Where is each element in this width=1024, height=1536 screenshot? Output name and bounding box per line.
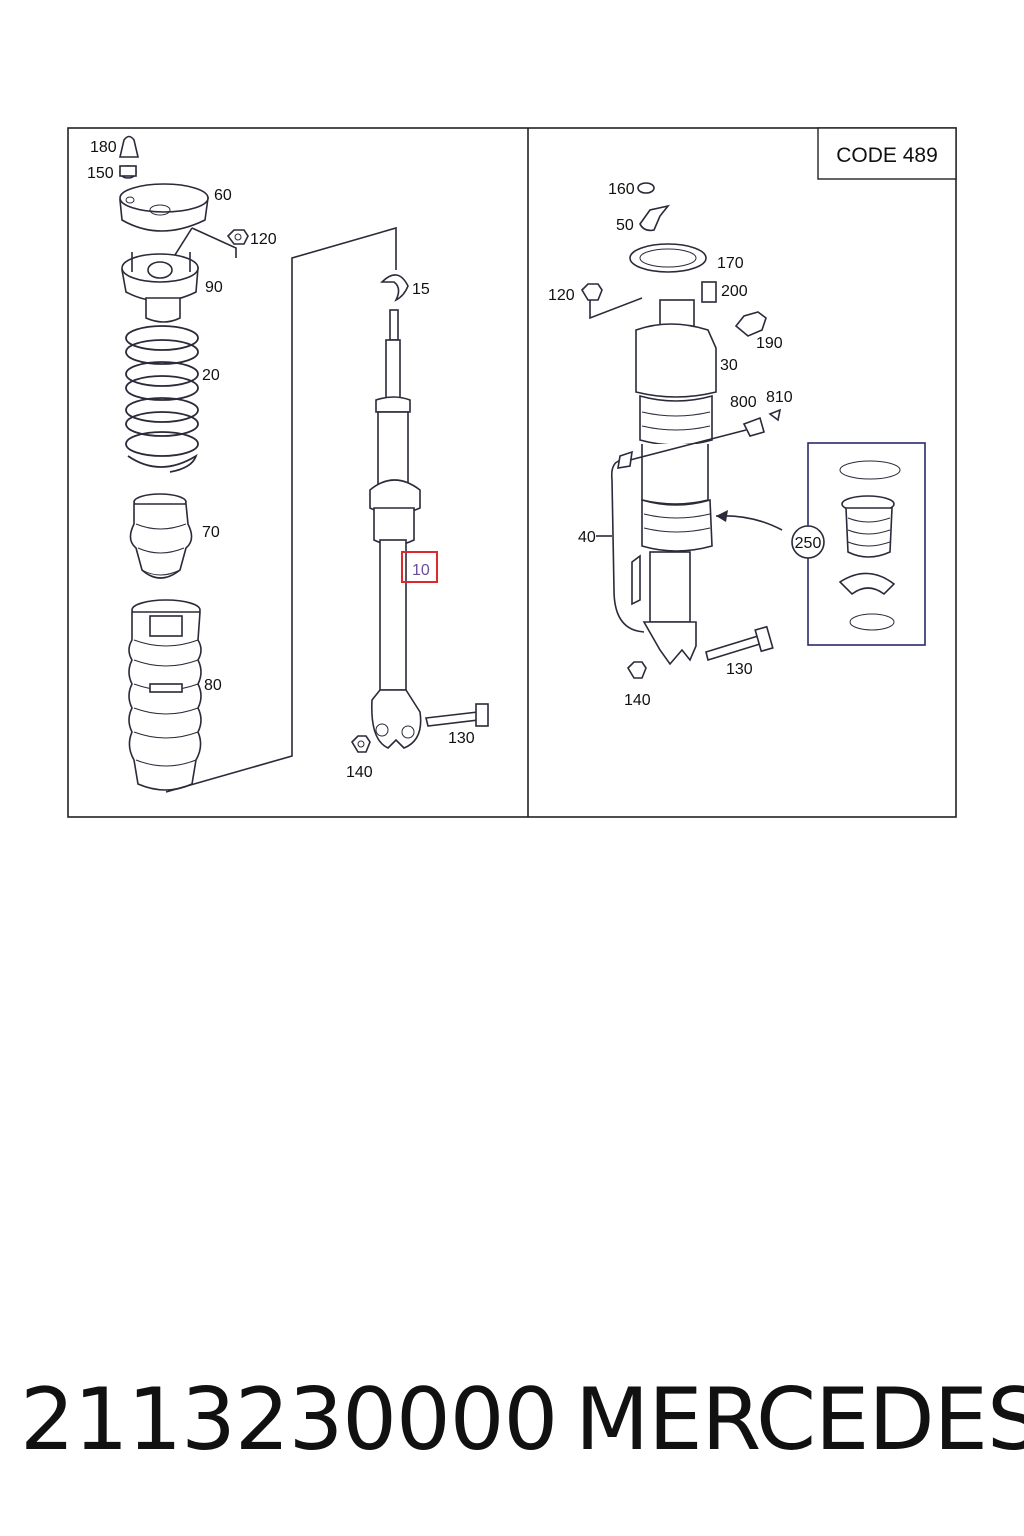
label-810: 810 (766, 389, 793, 406)
part-80-boot (128, 599, 202, 791)
parts-diagram: CODE 489 (67, 127, 957, 818)
label-250: 250 (795, 535, 822, 552)
part-190-valve (734, 311, 767, 337)
label-80: 80 (204, 677, 222, 694)
label-160: 160 (608, 181, 635, 198)
diagram-frame (67, 127, 957, 818)
label-30: 30 (720, 357, 738, 374)
label-120-right: 120 (548, 287, 575, 304)
label-800: 800 (730, 394, 757, 411)
label-190: 190 (756, 335, 783, 352)
part-15-clip (380, 274, 409, 302)
part-70-bumpstop (129, 493, 193, 579)
label-120: 120 (250, 231, 277, 248)
leader-120 (191, 227, 237, 258)
part-140-nut (350, 735, 371, 753)
part-number: 2113230000 (20, 1370, 558, 1470)
part-20-spring (125, 325, 199, 473)
label-40: 40 (578, 529, 596, 546)
group-leader-line (165, 226, 397, 793)
highlight-box-10 (401, 551, 438, 583)
label-90: 90 (205, 279, 223, 296)
part-90-seat (121, 252, 199, 323)
part-40-cable (610, 459, 645, 633)
label-10: 10 (412, 562, 430, 579)
label-150: 150 (87, 165, 114, 182)
right-assembly: 160 50 170 120 200 190 30 800 810 250 40… (548, 181, 926, 709)
part-10-shock-absorber (369, 309, 422, 749)
kit-250-box (791, 442, 926, 646)
part-160-nut (637, 182, 655, 194)
part-50-bracket (639, 204, 671, 232)
label-20: 20 (202, 367, 220, 384)
part-200-fitting (701, 281, 717, 303)
left-assembly: 180 150 60 120 90 15 20 70 10 80 130 140 (87, 135, 489, 793)
label-130: 130 (448, 730, 475, 747)
part-170-gasket (629, 243, 707, 273)
footer-caption: 2113230000 MERCEDES (0, 1360, 1024, 1490)
label-130-right: 130 (726, 661, 753, 678)
label-140: 140 (346, 764, 373, 781)
code-label: CODE 489 (836, 144, 938, 167)
code-box: CODE 489 (817, 127, 957, 180)
part-120-nut-right (580, 283, 603, 301)
label-60: 60 (214, 187, 232, 204)
label-170: 170 (717, 255, 744, 272)
label-200: 200 (721, 283, 748, 300)
part-30-air-strut (635, 299, 717, 666)
brand-name: MERCEDES (575, 1370, 1024, 1470)
label-180: 180 (90, 139, 117, 156)
part-120-nut (226, 229, 249, 245)
part-800-810-connector (629, 408, 782, 461)
label-50: 50 (616, 217, 634, 234)
part-60-mount (119, 183, 209, 232)
label-140-right: 140 (624, 692, 651, 709)
part-180-cap (118, 135, 140, 158)
label-70: 70 (202, 524, 220, 541)
part-130-bolt (425, 703, 489, 727)
part-140-nut-right (626, 661, 647, 679)
label-15: 15 (412, 281, 430, 298)
part-130-bolt-right (705, 625, 774, 662)
